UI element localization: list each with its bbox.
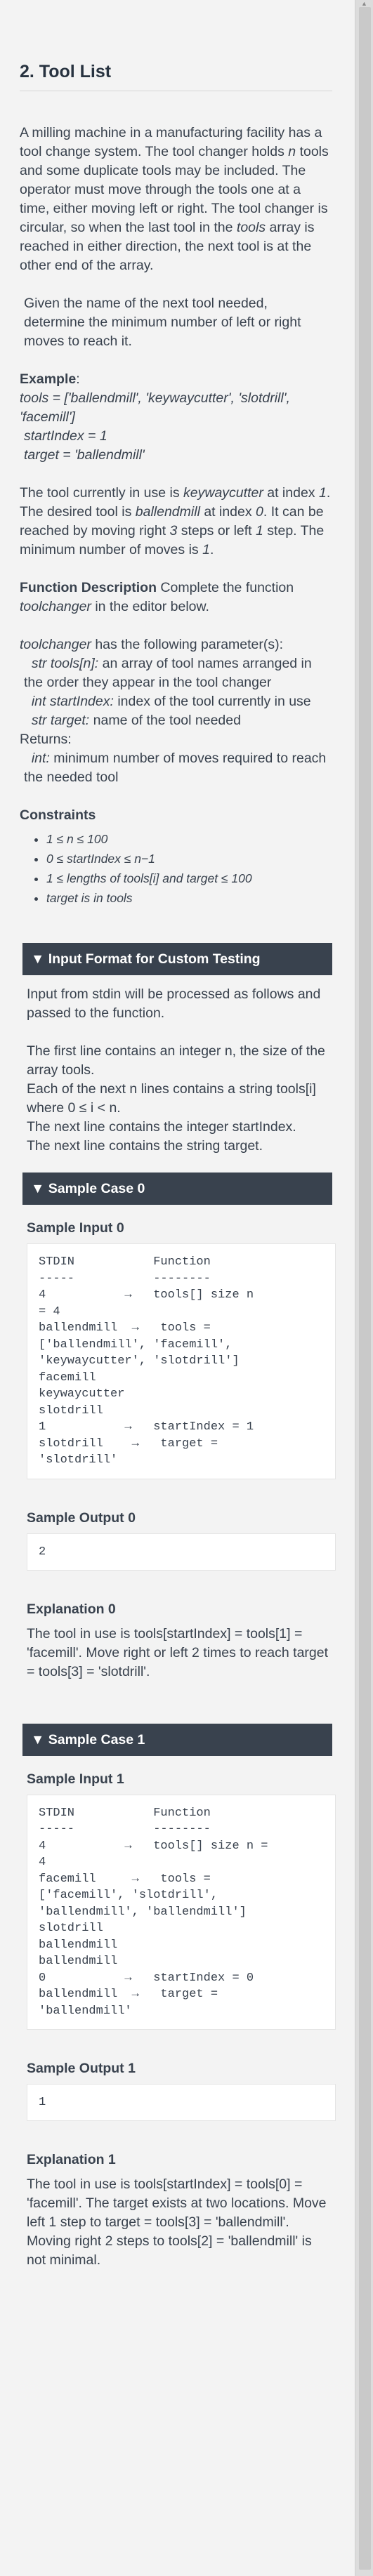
- sample-input-1: STDIN Function ----- -------- 4 → tools[…: [27, 1794, 336, 2030]
- params-intro: toolchanger has the following parameter(…: [20, 637, 284, 652]
- function-description: Function Description Complete the functi…: [20, 580, 294, 614]
- sample-case-0-toggle[interactable]: ▼ Sample Case 0: [22, 1173, 332, 1205]
- sample-output-1: 1: [27, 2084, 336, 2121]
- intro-paragraph: A milling machine in a manufacturing fac…: [20, 125, 329, 273]
- problem-page: 2. Tool List A milling machine in a manu…: [0, 0, 355, 2576]
- returns-label: Returns:: [20, 732, 72, 747]
- returns-desc: int: minimum number of moves required to…: [24, 751, 327, 785]
- constraint-item: target is in tools: [46, 888, 332, 908]
- input-format-line: Each of the next n lines contains a stri…: [27, 1081, 316, 1116]
- param-target: str target: name of the tool needed: [31, 713, 241, 728]
- task-paragraph: Given the name of the next tool needed, …: [24, 296, 301, 349]
- param-tools: str tools[n]: an array of tool names arr…: [24, 656, 312, 690]
- problem-content: 2. Tool List A milling machine in a manu…: [20, 0, 336, 2270]
- constraint-item: 1 ≤ lengths of tools[i] and target ≤ 100: [46, 868, 332, 888]
- explanation-0: The tool in use is tools[startIndex] = t…: [27, 1625, 329, 1679]
- sample-output-0-label: Sample Output 0: [27, 1510, 136, 1526]
- example-line: startIndex = 1: [24, 428, 107, 444]
- input-format-toggle[interactable]: ▼ Input Format for Custom Testing: [22, 943, 332, 975]
- example-heading: Example:: [20, 371, 80, 387]
- param-startindex: int startIndex: index of the tool curren…: [31, 694, 311, 709]
- input-format-line: The next line contains the string target…: [27, 1138, 263, 1154]
- explanation-1-label: Explanation 1: [27, 2152, 116, 2167]
- example-line: tools = ['ballendmill', 'keywaycutter', …: [20, 390, 290, 425]
- sample-output-0: 2: [27, 1533, 336, 1571]
- scrollbar[interactable]: ▲: [355, 0, 373, 2576]
- sample-input-0: STDIN Function ----- -------- 4 → tools[…: [27, 1243, 336, 1479]
- example-line: target = 'ballendmill': [24, 447, 145, 463]
- sample-output-1-label: Sample Output 1: [27, 2061, 136, 2076]
- explanation-1: The tool in use is tools[startIndex] = t…: [27, 2177, 327, 2268]
- sample-input-1-label: Sample Input 1: [27, 1771, 124, 1787]
- scroll-up-arrow-icon[interactable]: ▲: [361, 0, 367, 7]
- input-format-line: The next line contains the integer start…: [27, 1119, 296, 1135]
- input-format-line: The first line contains an integer n, th…: [27, 1043, 325, 1078]
- example-explanation: The tool currently in use is keywaycutte…: [20, 485, 331, 557]
- constraints-heading: Constraints: [20, 807, 96, 823]
- input-format-body: Input from stdin will be processed as fo…: [27, 985, 332, 1156]
- page-title: 2. Tool List: [20, 62, 112, 81]
- input-format-line: Input from stdin will be processed as fo…: [27, 986, 321, 1021]
- scroll-thumb[interactable]: [359, 7, 371, 2570]
- sample-case-1-toggle[interactable]: ▼ Sample Case 1: [22, 1723, 332, 1756]
- constraints-list: 1 ≤ n ≤ 100 0 ≤ startIndex ≤ n−1 1 ≤ len…: [20, 829, 332, 908]
- sample-input-0-label: Sample Input 0: [27, 1220, 124, 1236]
- constraint-item: 1 ≤ n ≤ 100: [46, 829, 332, 849]
- explanation-0-label: Explanation 0: [27, 1601, 116, 1617]
- constraint-item: 0 ≤ startIndex ≤ n−1: [46, 849, 332, 868]
